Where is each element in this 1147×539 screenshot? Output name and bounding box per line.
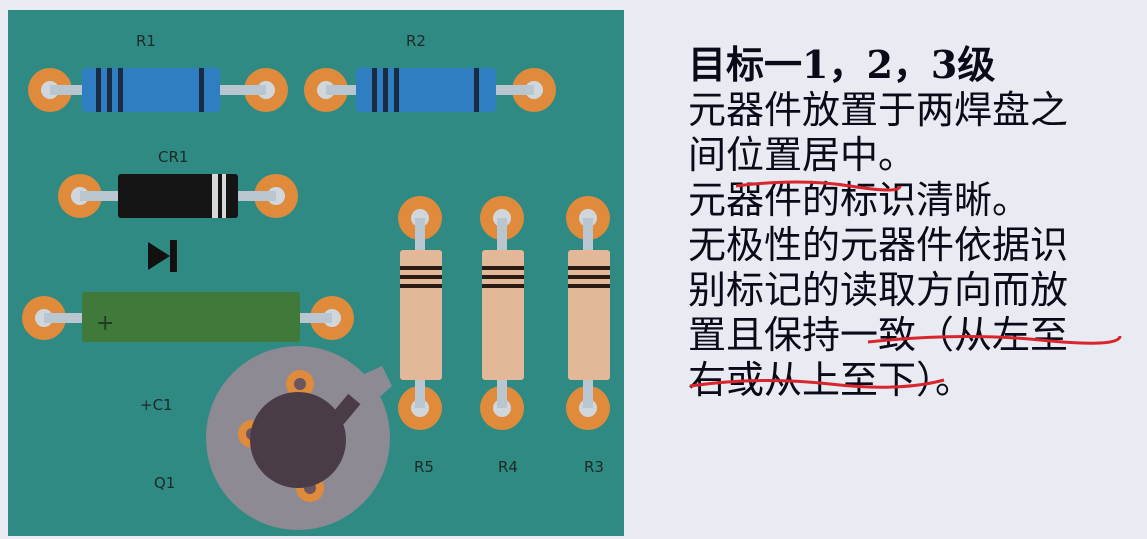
- resistor-r1: R1: [28, 32, 288, 112]
- transistor-q1: Q1: [154, 346, 392, 530]
- diode-cr1: CR1: [58, 148, 298, 272]
- q1-label: Q1: [154, 474, 175, 492]
- r4-label: R4: [498, 458, 518, 476]
- r5-label: R5: [414, 458, 434, 476]
- r2-label: R2: [406, 32, 426, 50]
- pcb-board-image: R1 R2 CR1: [8, 10, 624, 536]
- resistor-r5: R5: [398, 196, 442, 476]
- text-line-7: 右或从上至下）。: [688, 358, 974, 402]
- r1-label: R1: [136, 32, 156, 50]
- cr1-label: CR1: [158, 148, 188, 166]
- resistor-r4: R4: [480, 196, 524, 476]
- text-line-6: 置且保持一致（从左至: [688, 313, 1069, 357]
- capacitor: +: [22, 292, 354, 342]
- text-line-4: 无极性的元器件依据识: [688, 223, 1069, 267]
- r3-label: R3: [584, 458, 604, 476]
- pcb-board-drawing: R1 R2 CR1: [22, 32, 610, 530]
- text-line-5: 别标记的读取方向而放: [688, 268, 1069, 312]
- description-text: 目标一1，2，3级 元器件放置于两焊盘之 间位置居中。 元器件的标识清晰。 无极…: [688, 42, 1140, 403]
- text-line-2: 间位置居中。: [688, 133, 917, 177]
- text-line-1: 元器件放置于两焊盘之: [688, 88, 1069, 132]
- text-line-3: 元器件的标识清晰。: [688, 178, 1031, 222]
- resistor-r3: R3: [566, 196, 610, 476]
- heading: 目标一1，2，3级: [688, 42, 996, 87]
- resistor-r2: R2: [304, 32, 556, 112]
- capacitor-polarity-mark: +: [96, 311, 114, 336]
- c1-label: +C1: [140, 396, 173, 414]
